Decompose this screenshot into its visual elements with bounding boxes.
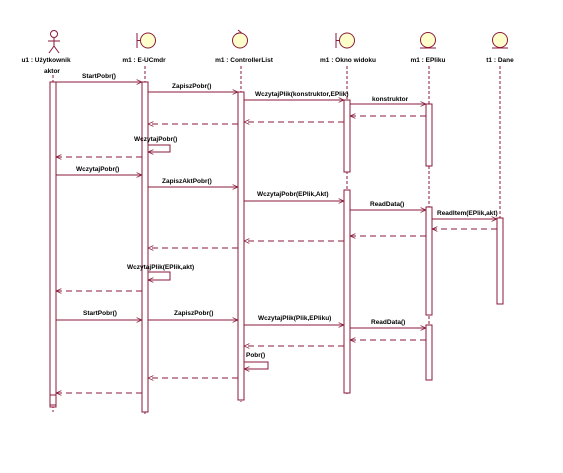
control-icon bbox=[232, 29, 248, 49]
msg-label-m10: ReadItem(EPlik,akt) bbox=[437, 210, 498, 217]
participant-label-m3: m1 : Okno widoku bbox=[320, 57, 376, 64]
activation-m1 bbox=[141, 81, 149, 413]
activation-m4-b bbox=[425, 206, 433, 316]
msg-label-m06: WczytajPobr() bbox=[76, 166, 119, 173]
activation-m5 bbox=[496, 217, 504, 305]
participant-label-m4: m1 : EPliku bbox=[410, 57, 445, 64]
activation-m4-c bbox=[425, 324, 433, 381]
msg-arrow-m16 bbox=[244, 361, 269, 369]
msg-label-m07: ZapiszAktPobr() bbox=[162, 178, 212, 185]
msg-label-m01: StartPobr() bbox=[82, 73, 116, 80]
activation-u1 bbox=[49, 81, 57, 408]
msg-label-m04: konstruktor bbox=[372, 96, 409, 103]
participant-label-m2: m1 : ControllerList bbox=[215, 57, 274, 64]
msg-label-m12: StartPobr() bbox=[83, 310, 117, 317]
msg-label-m13: ZapiszPobr() bbox=[174, 310, 213, 317]
actor-caption: aktor bbox=[44, 68, 60, 75]
entity-icon bbox=[420, 32, 436, 49]
activation-m3-a bbox=[343, 99, 351, 173]
msg-label-m08: WczytajPobr(EPlik,Akt) bbox=[257, 191, 329, 198]
msg-label-m09: ReadData() bbox=[370, 201, 404, 208]
msg-arrow-m05 bbox=[148, 144, 171, 152]
activation-m3-b bbox=[343, 189, 351, 394]
msg-label-m02: ZapiszPobr() bbox=[172, 83, 211, 90]
participant-label-u1: u1 : Użytkownik bbox=[21, 57, 71, 64]
msg-label-m03: WczytajPlik(konstruktor,EPlik) bbox=[255, 91, 349, 98]
activation-u1-end bbox=[49, 394, 57, 406]
boundary-icon bbox=[136, 32, 156, 49]
actor-icon bbox=[48, 30, 60, 54]
msg-label-m11: WczytajPlik(EPlik,akt) bbox=[127, 264, 194, 271]
msg-label-m14: WczytajPlik(Plik,EPliku) bbox=[258, 315, 331, 322]
entity-icon bbox=[492, 32, 508, 49]
msg-label-m15: ReadData() bbox=[371, 319, 405, 326]
participant-label-m5: t1 : Dane bbox=[486, 57, 514, 64]
activation-m4-a bbox=[425, 103, 433, 167]
activation-m2 bbox=[237, 91, 245, 401]
msg-label-m16: Pobr() bbox=[246, 352, 265, 359]
msg-arrow-m11 bbox=[148, 271, 171, 280]
participant-label-m1: m1 : E-UCmdr bbox=[122, 57, 166, 64]
boundary-icon bbox=[335, 32, 355, 49]
msg-label-m05: WczytajPobr() bbox=[134, 136, 177, 143]
